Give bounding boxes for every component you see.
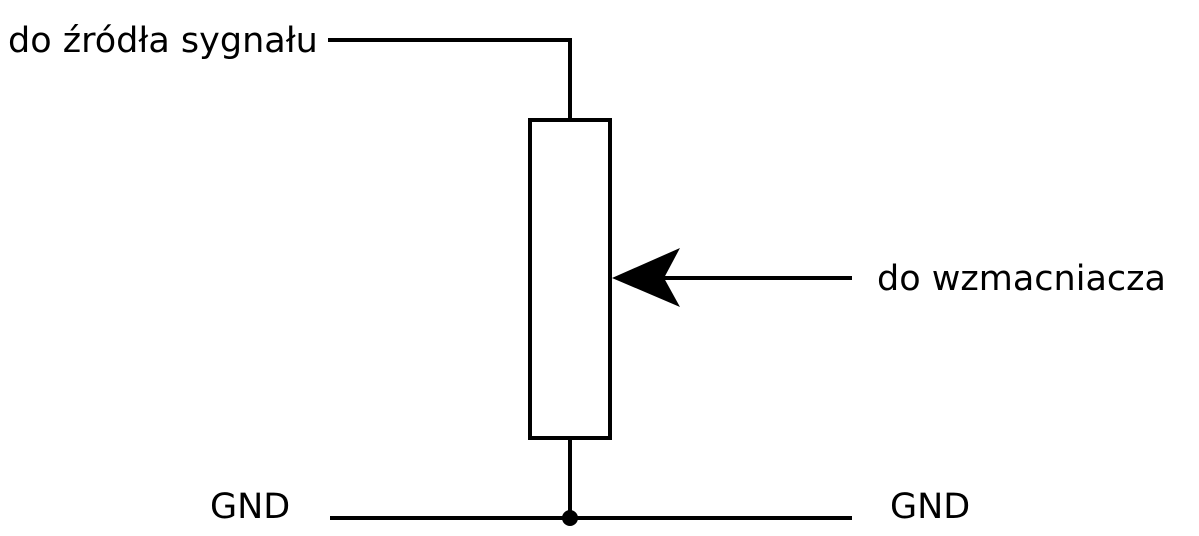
wiper-arrow-icon bbox=[612, 248, 680, 307]
potentiometer-resistor bbox=[528, 118, 612, 440]
signal-source-wire bbox=[328, 38, 572, 120]
junction-dot bbox=[562, 510, 578, 526]
amplifier-label: do wzmacniacza bbox=[877, 259, 1166, 299]
gnd-left-label: GND bbox=[210, 487, 290, 527]
gnd-right-label: GND bbox=[890, 487, 970, 527]
signal-source-label: do źródła sygnału bbox=[8, 21, 318, 61]
